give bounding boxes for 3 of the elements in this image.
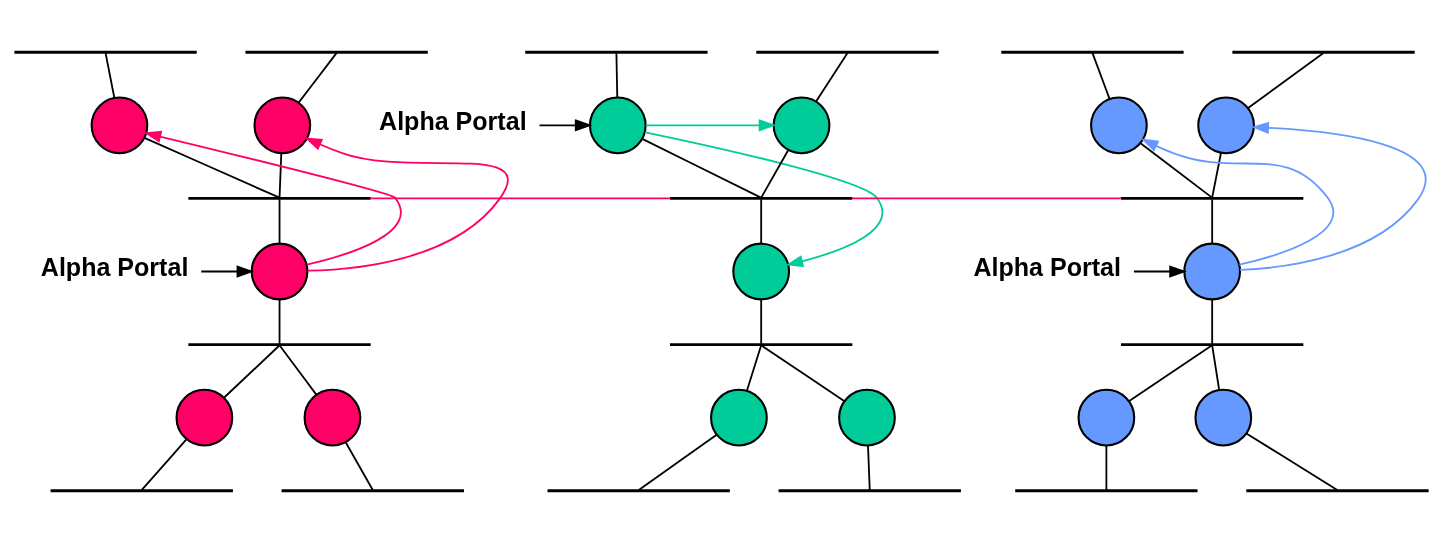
node-text: Alpha Portal [973, 252, 1121, 281]
node-text: Alpha Portal [40, 252, 189, 281]
node-text: Alpha Portal [379, 106, 527, 135]
